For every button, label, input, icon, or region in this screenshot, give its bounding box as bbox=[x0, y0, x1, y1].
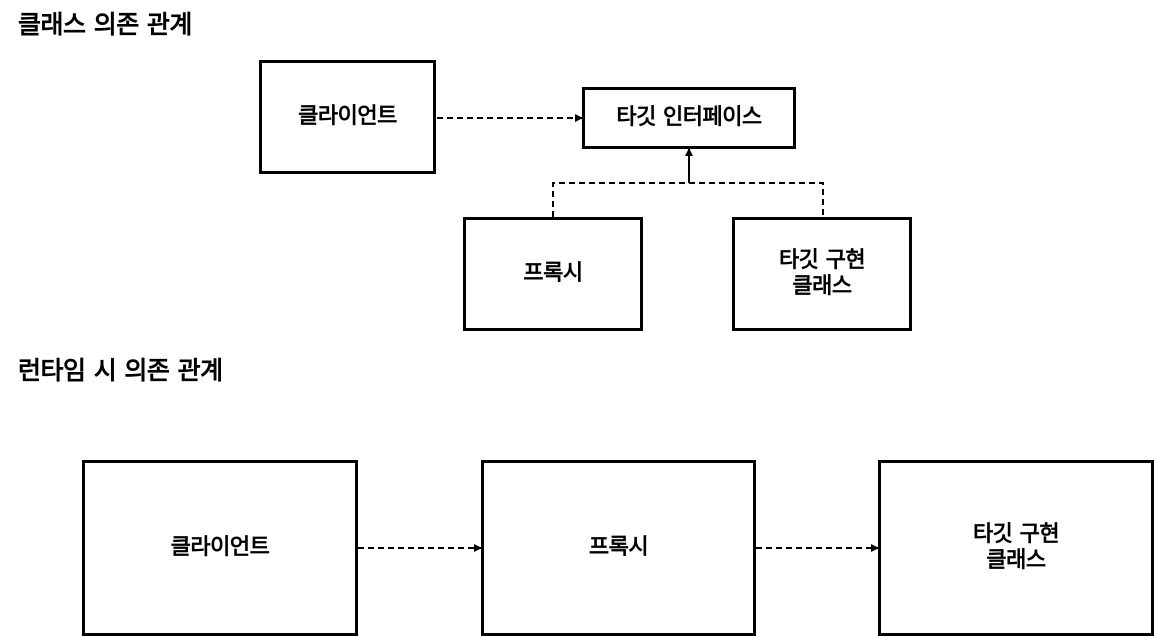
runtime-target-impl-box: 타깃 구현 클래스 bbox=[878, 460, 1154, 636]
client-label: 클라이언트 bbox=[298, 103, 397, 129]
runtime-dependency-title: 런타임 시 의존 관계 bbox=[18, 356, 223, 385]
client-box: 클라이언트 bbox=[259, 60, 436, 174]
implements-connector bbox=[552, 182, 824, 217]
class-dependency-title: 클래스 의존 관계 bbox=[18, 10, 192, 39]
proxy-label: 프록시 bbox=[523, 260, 583, 286]
target-impl-label: 타깃 구현 클래스 bbox=[778, 247, 866, 299]
target-impl-box: 타깃 구현 클래스 bbox=[732, 217, 912, 331]
target-interface-box: 타깃 인터페이스 bbox=[582, 87, 796, 149]
runtime-client-label: 클라이언트 bbox=[170, 534, 270, 560]
runtime-proxy-label: 프록시 bbox=[588, 534, 649, 560]
target-interface-label: 타깃 인터페이스 bbox=[616, 104, 762, 130]
proxy-box: 프록시 bbox=[463, 217, 643, 331]
runtime-proxy-box: 프록시 bbox=[481, 460, 756, 636]
runtime-client-box: 클라이언트 bbox=[82, 460, 358, 636]
runtime-target-impl-label: 타깃 구현 클래스 bbox=[972, 521, 1060, 573]
